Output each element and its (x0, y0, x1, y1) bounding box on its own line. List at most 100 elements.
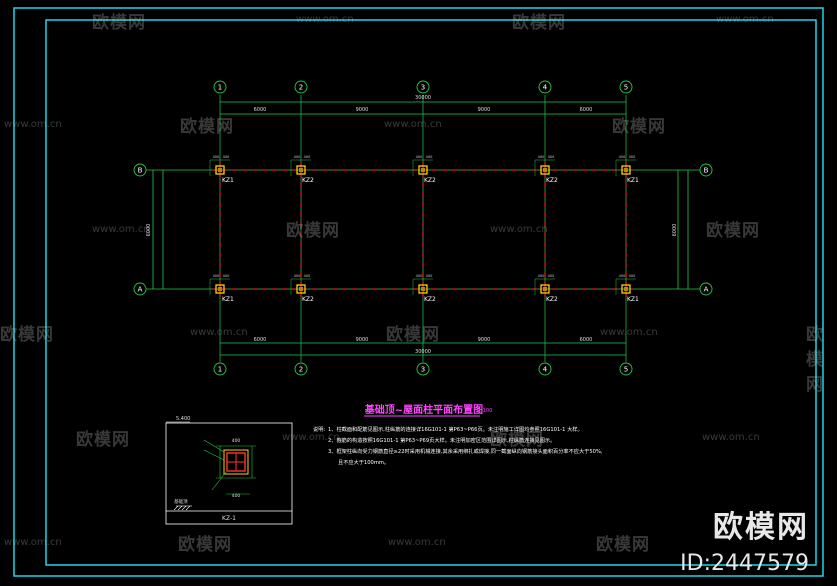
dim-left: 6000 (146, 224, 152, 237)
column-B-3 (418, 165, 428, 175)
dim-bottom-3: 9000 (478, 337, 491, 343)
column-label: KZ1 (627, 296, 639, 303)
column-label: KZ1 (222, 177, 234, 184)
axis-bubble-A (133, 282, 147, 296)
watermark-brand: 欧模网 (596, 535, 650, 555)
watermark-brand: 欧模网 (490, 430, 544, 450)
dim-bottom-total: 30000 (415, 349, 431, 355)
column-small-dim: 400 (294, 155, 301, 159)
axis-label-2: 2 (299, 84, 303, 92)
column-B-5 (621, 165, 631, 175)
watermark-brand: 欧模网 (180, 117, 234, 137)
axis-bubble-4 (538, 80, 552, 94)
drawing-scale: 1:100 (478, 408, 492, 414)
axis-label-B: B (704, 167, 709, 175)
axis-label-A: A (704, 286, 709, 294)
watermark-url: www.om.cn (92, 224, 150, 235)
watermark-url: www.om.cn (190, 327, 248, 338)
column-label: KZ2 (424, 296, 436, 303)
detail-label: KZ-1 (222, 515, 236, 522)
dim-top-2: 9000 (356, 107, 369, 113)
column-small-dim: 400 (213, 274, 220, 278)
outer-frame (13, 7, 824, 577)
axis-bubble-5 (619, 362, 633, 376)
axis-bubble-4 (538, 362, 552, 376)
axis-bubble-B (699, 163, 713, 177)
axis-label-5: 5 (624, 84, 628, 92)
dim-bottom-4: 6000 (580, 337, 593, 343)
axis-label-3: 3 (421, 84, 425, 92)
watermark-brand: 欧模网 (706, 221, 760, 241)
column-core (543, 287, 547, 291)
dim-bottom-2: 9000 (356, 337, 369, 343)
axis-bubble-1 (213, 80, 227, 94)
axis-label-4: 4 (543, 366, 548, 374)
dim-top-total: 30000 (415, 95, 431, 101)
inner-frame (45, 19, 817, 566)
column-A-2 (296, 284, 306, 294)
axis-bubble-5 (619, 80, 633, 94)
column-label: KZ2 (302, 296, 314, 303)
drawing-title: 基础顶~屋面柱平面布置图 (364, 403, 483, 416)
watermark-url: www.om.cn (296, 14, 354, 25)
column-core (624, 168, 628, 172)
column-small-dim: 400 (548, 274, 555, 278)
column-small-dim: 400 (426, 155, 433, 159)
watermark-brand: 欧模网 (92, 13, 146, 33)
watermark-url: www.om.cn (490, 224, 548, 235)
column-small-dim: 400 (294, 274, 301, 278)
watermark-brand: 欧模网 (0, 325, 54, 345)
watermark-url: www.om.cn (702, 432, 760, 443)
watermark-url: www.om.cn (388, 537, 446, 548)
axis-bubble-2 (294, 80, 308, 94)
watermark-url: www.om.cn (4, 119, 62, 130)
column-small-dim: 400 (213, 155, 220, 159)
axis-label-3: 3 (421, 366, 425, 374)
note-line-2: 2、箍筋的构造按照16G101-1 第P63~P69页大样。未注明加密区范围详图… (328, 436, 555, 444)
column-small-dim: 400 (416, 274, 423, 278)
column-small-dim: 400 (304, 155, 311, 159)
column-core (299, 287, 303, 291)
axis-label-1: 1 (218, 366, 222, 374)
column-core (218, 168, 222, 172)
beam-lines (212, 162, 634, 297)
axis-bubble-A (699, 282, 713, 296)
detail-column-section (223, 449, 249, 475)
column-small-dim: 400 (538, 155, 545, 159)
watermark-url: www.om.cn (600, 327, 658, 338)
dim-bottom-1: 6000 (254, 337, 267, 343)
axis-label-5: 5 (624, 366, 628, 374)
column-core (299, 168, 303, 172)
watermark-brand: 欧模网 (512, 13, 566, 33)
watermark-url: www.om.cn (384, 119, 442, 130)
column-B-4 (540, 165, 550, 175)
column-label: KZ1 (627, 177, 639, 184)
column-label: KZ2 (546, 296, 558, 303)
watermark-brand: 欧模网 (286, 221, 340, 241)
column-small-dim: 400 (223, 155, 230, 159)
detail-elevation: 5.400 (176, 416, 190, 422)
column-small-dim: 400 (223, 274, 230, 278)
watermark-url: www.om.cn (282, 432, 340, 443)
note-line-1: 1、柱截面和配筋见图示,柱纵筋的连接详16G101-1 第P63~P66页。未注… (328, 425, 583, 433)
column-label: KZ2 (302, 177, 314, 184)
detail-dim-top: 400 (232, 438, 241, 444)
column-B-2 (296, 165, 306, 175)
watermark-url: www.om.cn (716, 14, 774, 25)
side-dimension-chains (152, 170, 689, 289)
column-A-5 (621, 284, 631, 294)
watermark-brand: 欧模网 (76, 430, 130, 450)
column-small-dim: 400 (538, 274, 545, 278)
column-A-1 (215, 284, 225, 294)
watermark-brand: 欧模网 (386, 325, 440, 345)
column-label: KZ2 (546, 177, 558, 184)
notes-title: 说明: (313, 425, 325, 433)
column-core (543, 168, 547, 172)
watermark-brand: 欧模网 (612, 117, 666, 137)
column-B-1 (215, 165, 225, 175)
axis-label-4: 4 (543, 84, 548, 92)
axis-bubble-3 (416, 80, 430, 94)
